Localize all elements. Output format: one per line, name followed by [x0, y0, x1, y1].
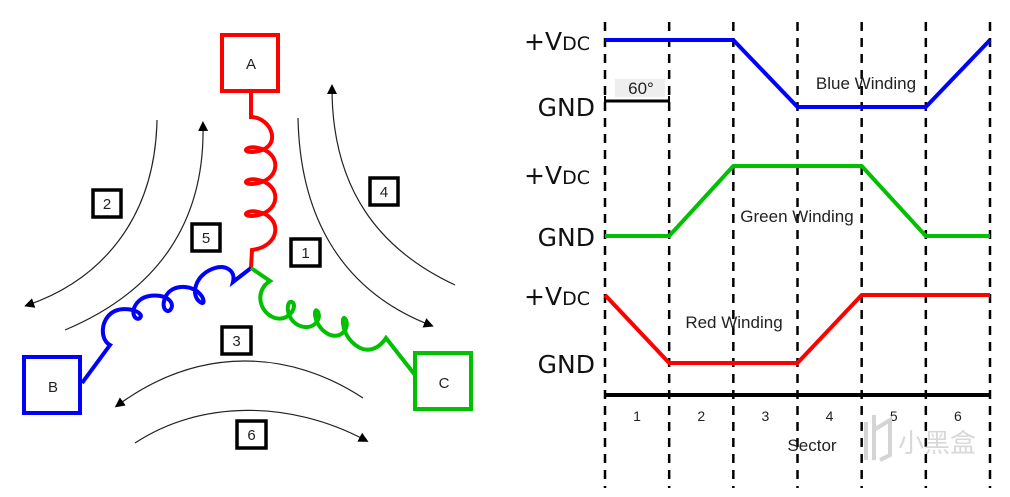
- svg-text:4: 4: [380, 184, 388, 201]
- sector-label-1: 1: [633, 408, 641, 424]
- green-high-label: +VDC: [524, 161, 590, 190]
- watermark-logo-icon: [864, 415, 892, 462]
- sector-label-3: 3: [762, 408, 770, 424]
- rotation-arrow-2: [24, 119, 158, 308]
- step-label-4: 4: [368, 176, 400, 207]
- sector-label-5: 5: [890, 408, 898, 424]
- sector-dividers: [603, 22, 992, 488]
- svg-text:5: 5: [202, 230, 210, 247]
- terminal-c-box[interactable]: [413, 351, 473, 411]
- angle-marker: 60°: [604, 79, 670, 106]
- terminal-b-box[interactable]: [22, 355, 82, 415]
- sector-label-2: 2: [697, 408, 705, 424]
- rotation-arrow-5: [64, 121, 209, 331]
- red-low-label: GND: [538, 350, 595, 379]
- commutation-waveforms: +VDC GND +VDC GND +VDC GND 60° Blue Wind…: [524, 22, 992, 488]
- winding-b: B: [22, 265, 253, 415]
- red-high-label: +VDC: [524, 282, 590, 311]
- sector-label-6: 6: [954, 408, 962, 424]
- blue-high-label: +VDC: [524, 27, 590, 56]
- watermark: 小黑盒: [864, 415, 976, 462]
- svg-text:6: 6: [247, 427, 255, 444]
- coil-c: [249, 266, 417, 377]
- coil-b: [80, 265, 253, 385]
- step-label-6: 6: [235, 419, 268, 450]
- step-label-5: 5: [190, 222, 222, 253]
- motor-star-diagram: A B C 1 2 3 4: [22, 33, 473, 450]
- trace-red-winding: [603, 293, 990, 365]
- sector-labels: 1 2 3 4 5 6: [633, 408, 962, 424]
- terminal-b-label: B: [48, 379, 58, 396]
- svg-text:1: 1: [301, 245, 309, 262]
- winding-a: A: [220, 33, 280, 269]
- winding-traces: [603, 38, 992, 365]
- step-label-3: 3: [220, 325, 253, 356]
- trace-green-winding: [605, 164, 990, 238]
- terminal-a-label: A: [246, 56, 256, 73]
- blue-low-label: GND: [538, 93, 595, 122]
- x-axis-title: Sector: [787, 436, 836, 455]
- rotation-arrow-3: [114, 360, 364, 408]
- trace-name-blue: Blue Winding: [816, 74, 916, 93]
- svg-text:3: 3: [232, 333, 240, 350]
- winding-c: C: [249, 266, 473, 411]
- angle-label: 60°: [628, 79, 654, 98]
- svg-text:2: 2: [103, 196, 111, 213]
- terminal-a-box[interactable]: [220, 33, 280, 93]
- trace-blue-winding: [605, 38, 992, 109]
- green-low-label: GND: [538, 223, 595, 252]
- step-label-2: 2: [91, 188, 123, 219]
- sector-label-4: 4: [826, 408, 834, 424]
- coil-a: [243, 91, 278, 269]
- rotation-arrow-4: [327, 84, 456, 286]
- rotation-arrow-1: [297, 117, 434, 328]
- trace-name-green: Green Winding: [740, 207, 853, 226]
- terminal-c-label: C: [439, 375, 450, 392]
- svg-text:小黑盒: 小黑盒: [898, 429, 976, 459]
- rotation-arrow-6: [134, 409, 369, 444]
- level-labels: +VDC GND +VDC GND +VDC GND: [524, 27, 595, 379]
- step-label-1: 1: [289, 237, 322, 268]
- trace-name-red: Red Winding: [685, 313, 782, 332]
